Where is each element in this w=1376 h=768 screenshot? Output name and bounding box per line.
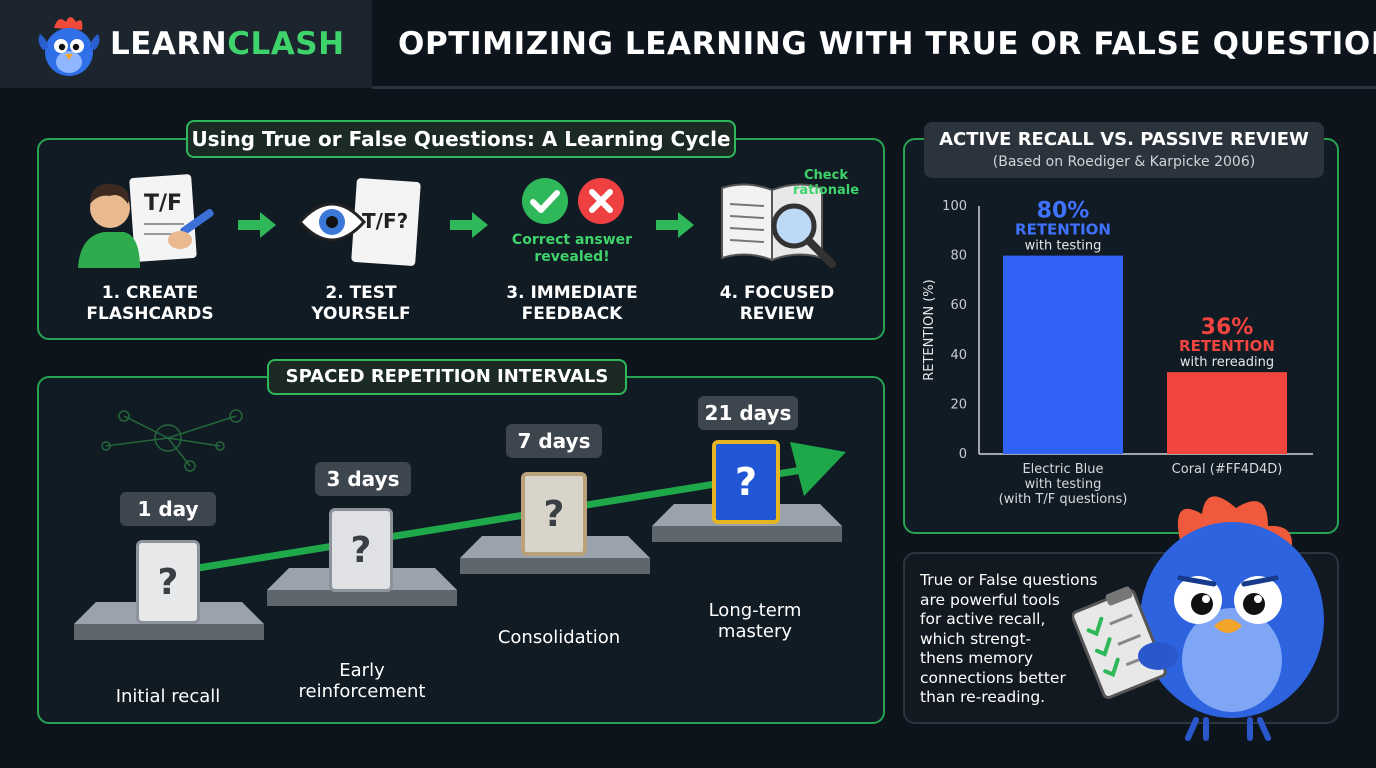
- cycle-arrow-icon: [450, 212, 488, 238]
- step-number: 4. FOCUSED: [719, 283, 835, 303]
- stage-label-line1: Initial recall: [115, 686, 221, 707]
- page-title: OPTIMIZING LEARNING WITH TRUE OR FALSE Q…: [398, 26, 1376, 62]
- cycle-arrow-icon: [238, 212, 276, 238]
- step-number: 2. TEST: [325, 283, 397, 303]
- interval-pill-2: 3 days: [315, 462, 411, 496]
- mascot-icon: [1072, 496, 1324, 741]
- feedback-caption: Correct answer revealed!: [488, 232, 656, 266]
- interval-pill-4: 21 days: [698, 396, 798, 430]
- rationale-caption: Check rationale: [790, 168, 862, 198]
- step-label-test: 2. TEST YOURSELF: [271, 283, 451, 325]
- y-tick-label: 0: [959, 447, 967, 462]
- bar-retention-word: RETENTION: [1015, 221, 1111, 239]
- note-line: for active recall,: [920, 610, 1046, 628]
- stage-label-3: Consolidation: [474, 627, 644, 648]
- stage-label-2: Early reinforcement: [272, 660, 452, 702]
- spaced-repetition-title: SPACED REPETITION INTERVALS: [267, 359, 627, 395]
- bar-detail-label: with rereading: [1180, 355, 1274, 370]
- growth-arrow-icon: [197, 442, 846, 572]
- rationale-caption-line1: Check: [804, 168, 848, 183]
- stage-label-line1: Early: [339, 660, 385, 681]
- learning-cycle-title: Using True or False Questions: A Learnin…: [186, 120, 736, 158]
- stage-label-4: Long-term mastery: [670, 600, 840, 642]
- rationale-caption-line2: rationale: [792, 183, 860, 198]
- check-icon: [522, 178, 568, 224]
- note-line: thens memory: [920, 649, 1034, 667]
- create-card-text: T/F: [144, 191, 182, 216]
- category-label: with testing: [1025, 477, 1102, 492]
- bar-value-label: 80%: [1037, 199, 1090, 224]
- y-tick-label: 100: [942, 199, 967, 214]
- stage-label-line1: Consolidation: [497, 627, 621, 648]
- interval-pill-1: 1 day: [120, 492, 216, 526]
- step-number: 1. CREATE: [101, 283, 199, 303]
- bar-1: [1003, 255, 1123, 454]
- question-card-4: ?: [712, 440, 780, 524]
- step-label-feedback: 3. IMMEDIATE FEEDBACK: [482, 283, 662, 325]
- brand-clash: CLASH: [227, 26, 345, 62]
- test-card-text: T/F?: [362, 209, 408, 233]
- brand-name: LEARNCLASH: [110, 26, 345, 62]
- network-decoration-icon: [101, 409, 243, 472]
- feedback-caption-line2: revealed!: [534, 249, 610, 265]
- stage-label-line2: reinforcement: [298, 681, 426, 702]
- mascot-logo-icon: [38, 17, 100, 76]
- bar-detail-label: with testing: [1025, 239, 1102, 254]
- test-yourself-icon: T/F?: [297, 178, 421, 266]
- step-subtitle: YOURSELF: [311, 304, 411, 324]
- cycle-arrow-icon: [656, 212, 694, 238]
- note-text: True or False questions are powerful too…: [920, 571, 1130, 708]
- y-tick-label: 60: [950, 298, 967, 313]
- book-magnifier-icon: [721, 183, 836, 268]
- stage-label-1: Initial recall: [88, 686, 248, 707]
- step-label-review: 4. FOCUSED REVIEW: [687, 283, 867, 325]
- bar-retention-word: RETENTION: [1179, 337, 1275, 355]
- question-card-2: ?: [329, 508, 393, 592]
- create-flashcards-icon: T/F: [78, 174, 214, 268]
- y-axis-label: RETENTION (%): [922, 279, 937, 381]
- y-axis-ticks: 0 20 40 60 80 100: [942, 199, 967, 462]
- feedback-caption-line1: Correct answer: [511, 232, 633, 248]
- y-tick-label: 80: [950, 249, 967, 264]
- chart-header: ACTIVE RECALL VS. PASSIVE REVIEW (Based …: [924, 122, 1324, 178]
- bar-value-label: 36%: [1201, 315, 1254, 340]
- cross-icon: [578, 178, 624, 224]
- y-tick-label: 40: [950, 348, 967, 363]
- chart-subtitle: (Based on Roediger & Karpicke 2006): [992, 154, 1256, 170]
- note-line: than re-reading.: [920, 688, 1046, 706]
- question-card-1: ?: [136, 540, 200, 624]
- step-subtitle: FEEDBACK: [521, 304, 623, 324]
- brand-learn: LEARN: [110, 26, 228, 62]
- note-line: connections better: [920, 668, 1066, 687]
- category-label: Electric Blue: [1022, 462, 1103, 477]
- category-label: Coral (#FF4D4D): [1172, 462, 1283, 477]
- interval-pill-3: 7 days: [506, 424, 602, 458]
- note-line: True or False questions: [920, 571, 1098, 589]
- y-tick-label: 20: [950, 397, 967, 412]
- note-line: which strengt-: [920, 629, 1032, 648]
- step-subtitle: FLASHCARDS: [86, 304, 214, 324]
- step-subtitle: REVIEW: [739, 304, 815, 324]
- category-label: (with T/F questions): [999, 492, 1128, 507]
- stage-label-line2: mastery: [717, 621, 793, 642]
- note-line: are powerful tools: [920, 590, 1060, 609]
- step-label-create: 1. CREATE FLASHCARDS: [60, 283, 240, 325]
- chart-title: ACTIVE RECALL VS. PASSIVE REVIEW: [939, 129, 1309, 150]
- header-divider: [372, 86, 1376, 89]
- step-number: 3. IMMEDIATE: [506, 283, 638, 303]
- bars: [1003, 255, 1287, 454]
- bar-2: [1167, 372, 1287, 454]
- question-card-3: ?: [521, 472, 587, 556]
- stage-label-line1: Long-term: [708, 600, 802, 621]
